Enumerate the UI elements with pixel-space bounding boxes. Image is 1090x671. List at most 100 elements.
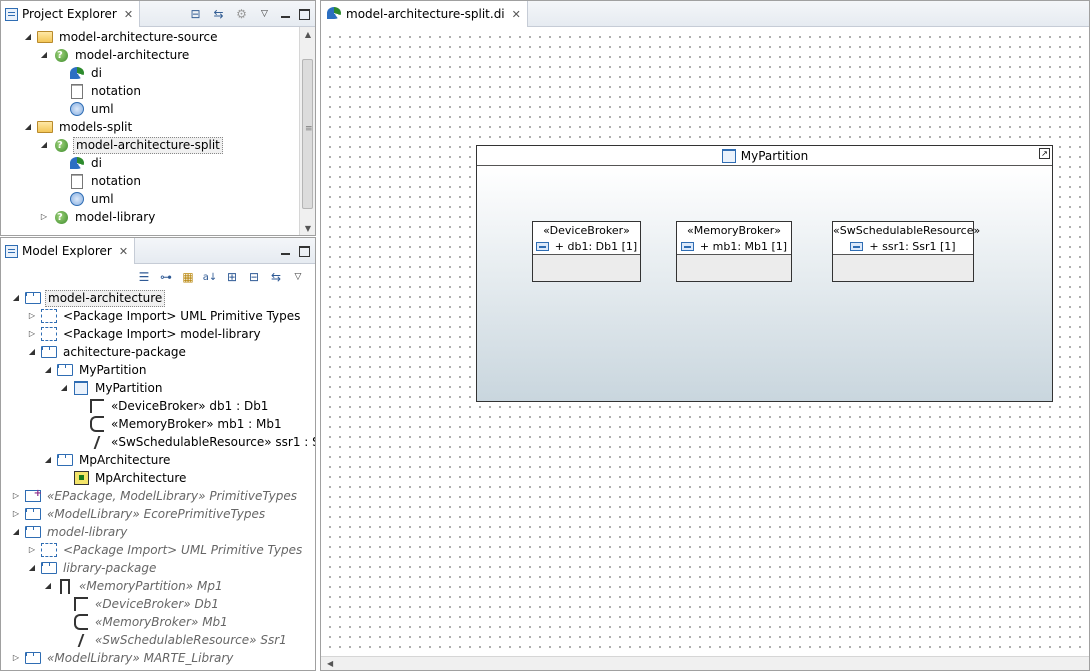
tree-view-icon[interactable]: ⊶ — [160, 270, 172, 284]
tree-item-label: di — [91, 66, 102, 80]
project-explorer-tab[interactable]: Project Explorer ✕ — [1, 1, 141, 27]
expanded-arrow-icon[interactable]: ◢ — [44, 455, 52, 464]
epkg-icon — [25, 485, 42, 503]
minimize-icon[interactable] — [279, 8, 292, 21]
model-explorer-tab[interactable]: Model Explorer ✕ — [1, 238, 136, 264]
tree-item[interactable]: «SwSchedulableResource» Ssr1 — [1, 631, 315, 649]
canvas-horizontal-scrollbar[interactable]: ◀ — [321, 656, 1089, 670]
tree-item[interactable]: ▷<Package Import> UML Primitive Types — [1, 307, 315, 325]
tree-item[interactable]: ▷«ModelLibrary» MARTE_Library — [1, 649, 315, 667]
collapse-all-icon[interactable]: ⊟ — [248, 270, 260, 284]
customize-icon[interactable]: ▦ — [182, 270, 194, 284]
tree-item[interactable]: ◢MyPartition — [1, 361, 315, 379]
expanded-arrow-icon[interactable]: ◢ — [44, 365, 52, 374]
tree-item[interactable]: «MemoryBroker» Mb1 — [1, 613, 315, 631]
tree-item[interactable]: di — [1, 64, 315, 82]
close-icon[interactable]: ✕ — [123, 7, 134, 21]
part-attribute: + ssr1: Ssr1 [1] — [869, 239, 956, 253]
scroll-up-icon[interactable]: ▲ — [304, 29, 312, 39]
collapse-all-icon[interactable]: ⊟ — [190, 7, 201, 21]
tree-item[interactable]: notation — [1, 82, 315, 100]
tree-item[interactable]: ▷<Package Import> UML Primitive Types — [1, 541, 315, 559]
collapsed-arrow-icon[interactable]: ▷ — [12, 653, 20, 662]
tree-item[interactable]: ◢MpArchitecture — [1, 451, 315, 469]
pkg-folder-icon — [41, 345, 57, 359]
expanded-arrow-icon[interactable]: ◢ — [60, 383, 68, 392]
tree-item[interactable]: ◢model-architecture — [1, 289, 315, 307]
expanded-arrow-icon[interactable]: ◢ — [12, 293, 20, 302]
maximize-icon[interactable] — [298, 245, 311, 258]
tree-item[interactable]: ◢library-package — [1, 559, 315, 577]
memory-broker-part[interactable]: «MemoryBroker» + mb1: Mb1 [1] — [676, 221, 792, 282]
tree-spacer — [55, 82, 65, 100]
expanded-arrow-icon[interactable]: ◢ — [28, 563, 36, 572]
tree-item[interactable]: ◢model-architecture-split — [1, 136, 315, 155]
collapsed-arrow-icon[interactable]: ▷ — [12, 491, 20, 500]
tree-item[interactable]: ▷«EPackage, ModelLibrary» PrimitiveTypes — [1, 485, 315, 505]
project-explorer-scrollbar[interactable]: ▲ ▼ — [299, 27, 315, 235]
tree-item[interactable]: ▷model-library — [1, 208, 315, 227]
model-explorer-tools — [279, 238, 311, 264]
tree-item[interactable]: ◢MyPartition — [1, 379, 315, 397]
tree-item[interactable]: ◢models-split — [1, 118, 315, 136]
tree-item[interactable]: ◢ model-architecture-source — [1, 28, 315, 46]
editor-tab[interactable]: model-architecture-split.di ✕ — [321, 1, 528, 27]
tree-item[interactable]: ◢«MemoryPartition» Mp1 — [1, 577, 315, 595]
expanded-arrow-icon[interactable]: ◢ — [44, 581, 52, 590]
pkg-folder-icon — [25, 651, 41, 665]
tree-item[interactable]: ▷«ModelLibrary» EcorePrimitiveTypes — [1, 505, 315, 523]
tree-item-label: «DeviceBroker» db1 : Db1 — [111, 399, 269, 413]
partition-node[interactable]: MyPartition ↗ «DeviceBroker» + db1: Db1 … — [476, 145, 1053, 402]
tree-item[interactable]: «DeviceBroker» Db1 — [1, 595, 315, 613]
collapsed-arrow-icon[interactable]: ▷ — [28, 545, 36, 554]
collapsed-arrow-icon[interactable]: ▷ — [40, 212, 48, 221]
device-broker-part[interactable]: «DeviceBroker» + db1: Db1 [1] — [532, 221, 641, 282]
diagram-canvas[interactable]: MyPartition ↗ «DeviceBroker» + db1: Db1 … — [321, 28, 1089, 656]
expand-all-icon[interactable]: ⊞ — [226, 270, 238, 284]
tree-item[interactable]: uml — [1, 100, 315, 118]
tree-item[interactable]: «MemoryBroker» mb1 : Mb1 — [1, 415, 315, 433]
expand-icon[interactable]: ↗ — [1039, 148, 1050, 159]
view-menu-icon[interactable]: ▽ — [261, 9, 268, 19]
tree-item-label: model-architecture — [75, 48, 190, 62]
scroll-down-icon[interactable]: ▼ — [304, 223, 312, 233]
close-icon[interactable]: ✕ — [511, 7, 521, 21]
tree-item[interactable]: ◢model-library — [1, 523, 315, 541]
expanded-arrow-icon[interactable]: ◢ — [12, 527, 20, 536]
list-view-icon[interactable]: ☰ — [138, 270, 150, 284]
filter-icon[interactable]: ⚙ — [236, 7, 247, 21]
maximize-icon[interactable] — [298, 8, 311, 21]
tree-item[interactable]: ◢ model-architecture — [1, 46, 315, 65]
expanded-arrow-icon[interactable]: ◢ — [24, 122, 32, 131]
tree-item-label: model-architecture-source — [59, 30, 218, 44]
link-with-editor-icon[interactable]: ⇆ — [270, 270, 282, 284]
expanded-arrow-icon[interactable]: ◢ — [28, 347, 36, 356]
sw-schedulable-resource-part[interactable]: «SwSchedulableResource» + ssr1: Ssr1 [1] — [832, 221, 980, 282]
minimize-icon[interactable] — [279, 245, 292, 258]
tree-item[interactable]: ◢achitecture-package — [1, 343, 315, 361]
tree-item[interactable]: «SwSchedulableResource» ssr1 : Ssr1 — [1, 433, 315, 451]
part-attribute: + mb1: Mb1 [1] — [699, 239, 788, 253]
close-icon[interactable]: ✕ — [118, 244, 129, 258]
sched-icon — [89, 435, 105, 449]
collapsed-arrow-icon[interactable]: ▷ — [28, 311, 36, 320]
tree-item[interactable]: ▷<Package Import> model-library — [1, 325, 315, 343]
sort-az-icon[interactable]: a↓ — [202, 271, 218, 283]
collapsed-arrow-icon[interactable]: ▷ — [12, 509, 20, 518]
collapsed-arrow-icon[interactable]: ▷ — [28, 329, 36, 338]
view-menu-icon[interactable]: ▽ — [294, 272, 302, 282]
tree-item[interactable]: «DeviceBroker» db1 : Db1 — [1, 397, 315, 415]
tree-item[interactable]: di — [1, 154, 315, 172]
partition-header: MyPartition — [477, 146, 1052, 166]
tree-item[interactable]: uml — [1, 190, 315, 208]
tree-spacer — [55, 190, 65, 208]
tree-item[interactable]: notation — [1, 172, 315, 190]
link-with-editor-icon[interactable]: ⇆ — [213, 7, 224, 21]
expanded-arrow-icon[interactable]: ◢ — [24, 32, 32, 41]
tree-item[interactable]: MpArchitecture — [1, 469, 315, 487]
scrollbar-thumb[interactable] — [302, 59, 313, 209]
project-explorer-tools: ⊟ ⇆ ⚙ ▽ — [187, 1, 311, 27]
expanded-arrow-icon[interactable]: ◢ — [40, 140, 48, 149]
model-icon — [53, 209, 69, 227]
expanded-arrow-icon[interactable]: ◢ — [40, 50, 48, 59]
